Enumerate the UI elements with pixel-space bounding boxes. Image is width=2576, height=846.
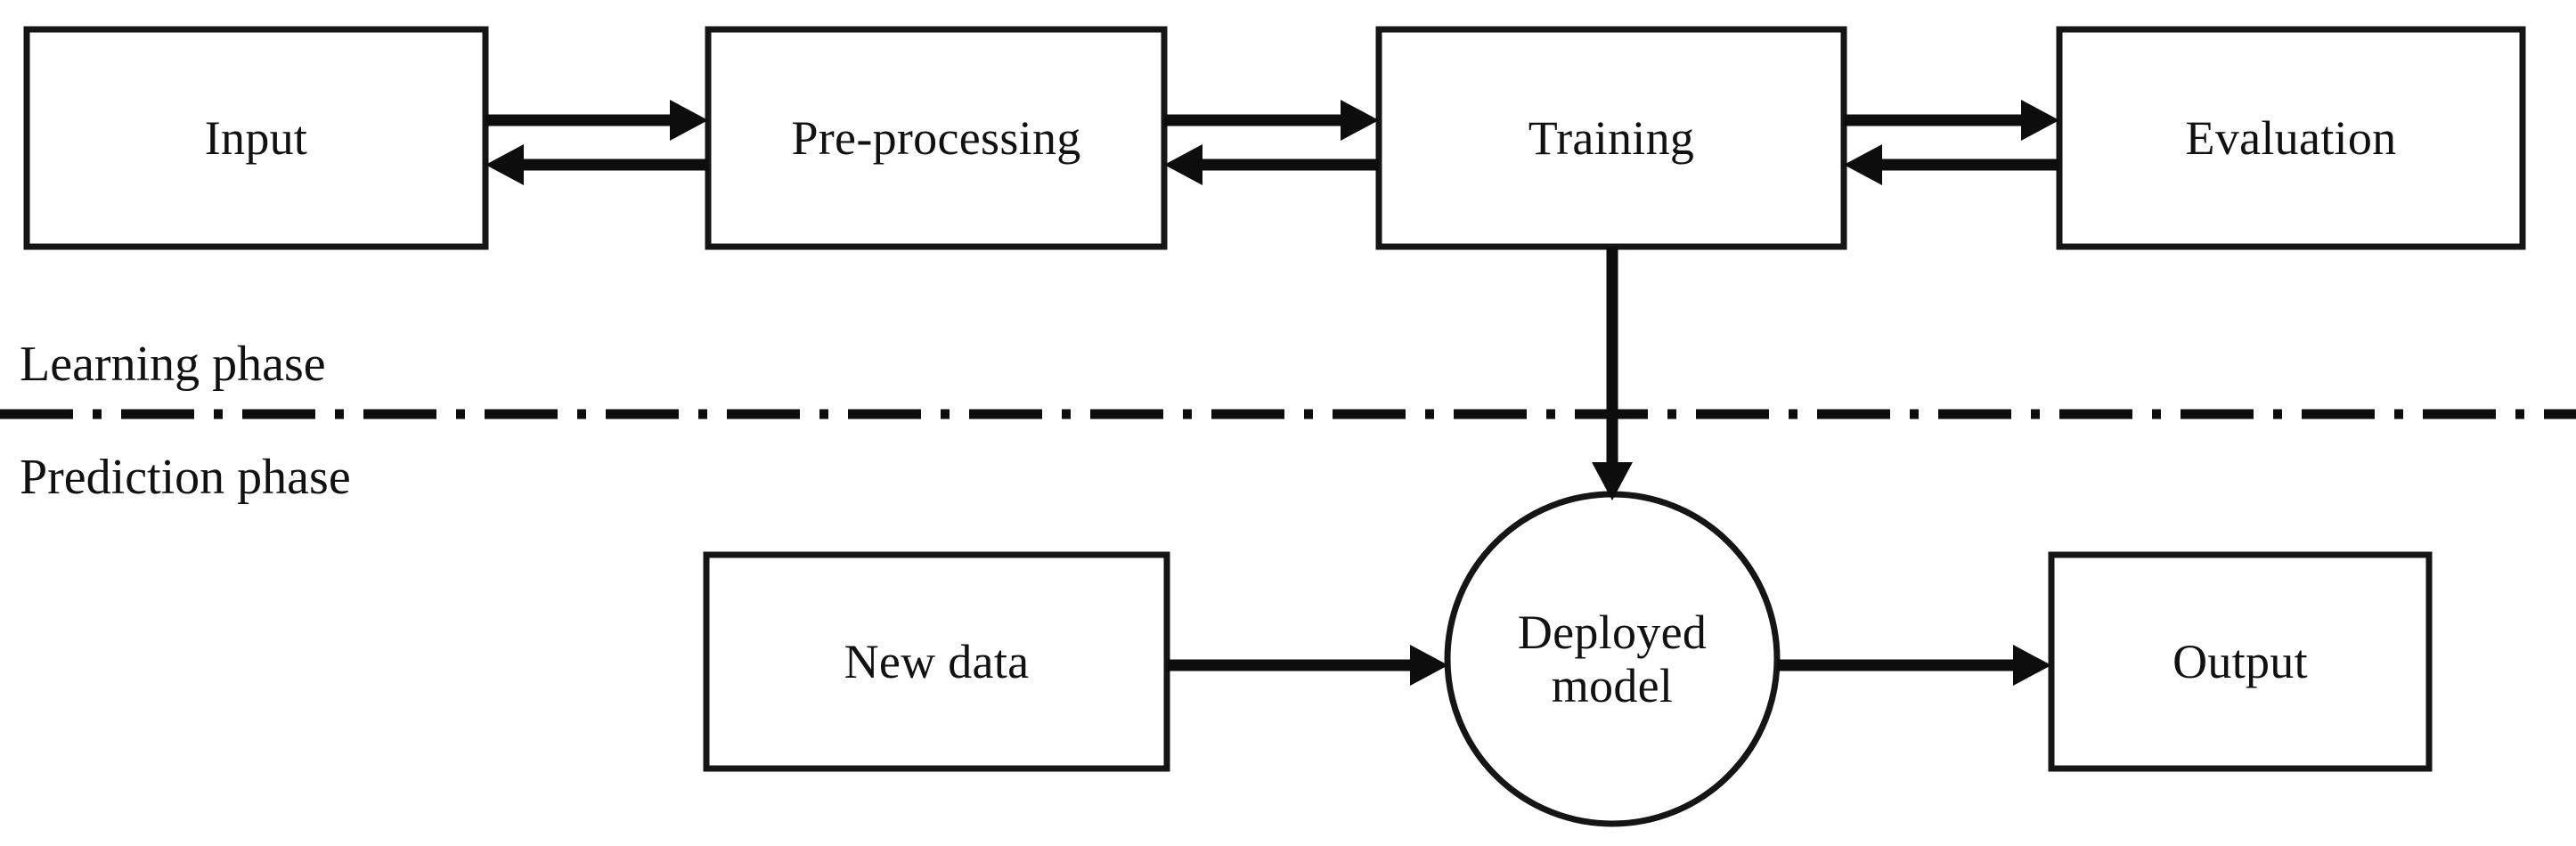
node-output-box[interactable]: [2048, 551, 2433, 772]
connector-deployed-model-to-output: [1777, 645, 2051, 686]
phase-label-prediction: Prediction phase: [20, 450, 351, 505]
node-pre-processing-box[interactable]: [705, 26, 1168, 250]
node-input-box[interactable]: [23, 26, 489, 250]
connector-training-to-deployed-model: [1592, 247, 1633, 500]
connector-pre-processing-to-input: [485, 144, 708, 185]
arrowhead-down-icon: [1592, 462, 1633, 500]
node-training-box[interactable]: [1375, 26, 1847, 250]
connector-input-to-pre-processing: [485, 100, 708, 141]
arrowhead-left-icon: [1164, 144, 1202, 185]
connector-training-to-pre-processing: [1164, 144, 1379, 185]
arrowhead-right-icon: [1410, 645, 1448, 686]
arrowhead-right-icon: [1341, 100, 1379, 141]
connector-evaluation-to-training: [1844, 144, 2059, 185]
phase-label-learning: Learning phase: [20, 337, 326, 392]
arrowhead-right-icon: [670, 100, 708, 141]
connector-training-to-evaluation: [1844, 100, 2059, 141]
arrowhead-right-icon: [2013, 645, 2051, 686]
node-new-data-box[interactable]: [703, 551, 1170, 772]
connector-pre-processing-to-training: [1164, 100, 1379, 141]
arrowhead-left-icon: [1844, 144, 1882, 185]
node-evaluation-box[interactable]: [2056, 26, 2526, 250]
arrowhead-right-icon: [2021, 100, 2059, 141]
connector-new-data-to-deployed-model: [1167, 645, 1448, 686]
arrowhead-left-icon: [485, 144, 524, 185]
node-deployed-model-circle[interactable]: [1444, 491, 1781, 827]
